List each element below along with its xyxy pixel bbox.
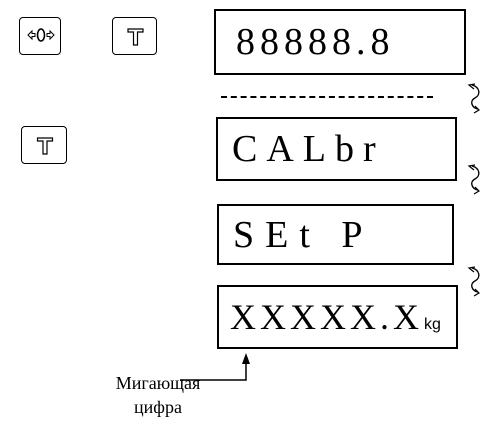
next-step-arrow-icon — [467, 164, 480, 195]
display-test-text: 88888.8 — [236, 21, 395, 63]
tare-t-icon — [36, 137, 54, 155]
blinking-digit-label-line2: цифра — [134, 397, 182, 417]
tare-key-second[interactable] — [21, 126, 67, 164]
tare-t-icon — [127, 28, 144, 46]
zero-key[interactable] — [19, 17, 61, 55]
display-setpoint-text: SEt P — [233, 213, 374, 256]
blinking-digit-label: Мигающая цифра — [108, 371, 208, 419]
display-calibration: CALbr — [216, 117, 457, 181]
display-weight-text: XXXXX.X — [230, 297, 423, 337]
blinking-digit-label-line1: Мигающая — [115, 373, 201, 393]
display-calibration-text: CALbr — [232, 128, 385, 170]
next-step-arrow-icon — [467, 83, 480, 114]
zero-arrows-icon — [27, 28, 55, 42]
next-step-arrow-icon — [467, 266, 480, 297]
display-setpoint: SEt P — [217, 204, 454, 265]
display-weight-unit: kg — [424, 316, 441, 333]
separator-dashed — [221, 96, 433, 98]
tare-key[interactable] — [112, 17, 157, 55]
display-test: 88888.8 — [214, 9, 466, 75]
